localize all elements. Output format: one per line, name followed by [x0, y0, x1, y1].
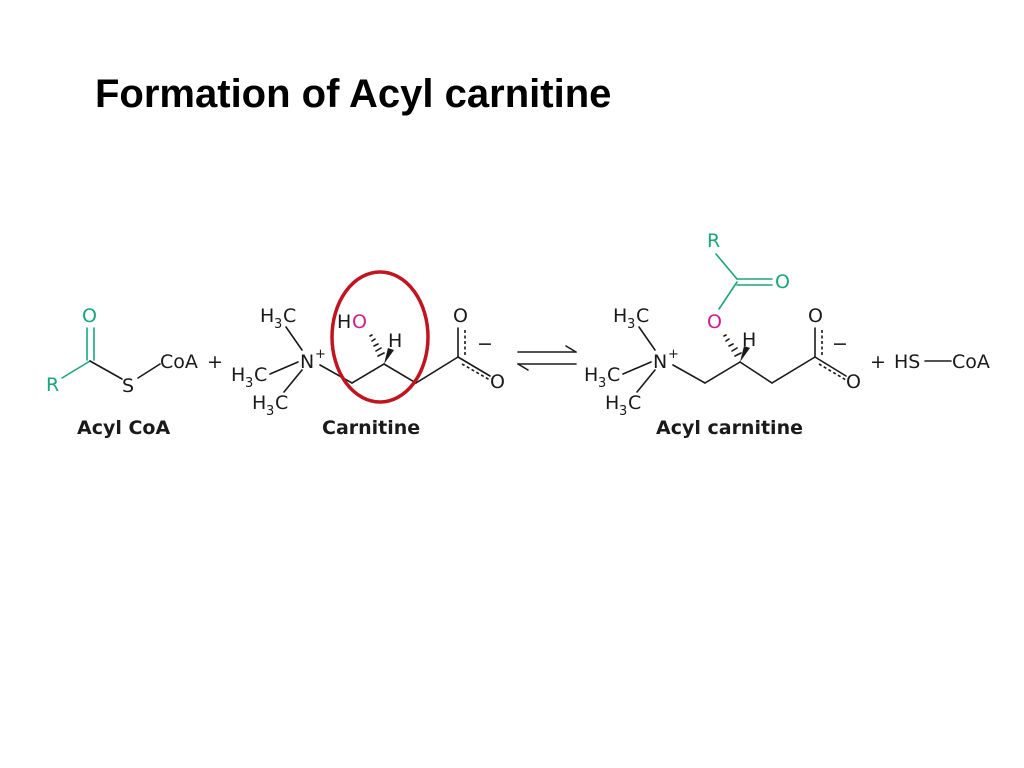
- acyl-carnitine-methyl-bottom-c: C: [628, 392, 641, 414]
- carnitine-h-atom: H: [388, 330, 402, 352]
- slide-title: Formation of Acyl carnitine: [95, 72, 612, 116]
- acyl-coa-s-atom: S: [122, 375, 134, 397]
- acyl-carnitine-methyl-left-sub: 3: [598, 376, 606, 391]
- acyl-coa-name: Acyl CoA: [77, 417, 170, 439]
- coash-hs-label: HS: [894, 351, 920, 373]
- acyl-carnitine-hashed-wedge: [723, 334, 742, 357]
- plus-sign-2: +: [870, 351, 886, 373]
- carnitine-methyl-left-sub: 3: [245, 376, 253, 391]
- carnitine-methyl-top-c: C: [283, 305, 296, 327]
- acyl-coa-o-atom: O: [82, 305, 97, 327]
- carnitine-methyl-bottom-sub: 3: [266, 404, 274, 419]
- acyl-carnitine-structure: R O O H 3 C H 3 C H 3 C N +: [584, 230, 861, 439]
- acyl-coa-structure: O R S CoA Acyl CoA: [46, 305, 198, 439]
- hydroxyl-highlight-circle: [330, 270, 430, 404]
- carnitine-methyl-top-h: H: [260, 305, 274, 327]
- carnitine-structure: H 3 C H 3 C H 3 C N + H O: [231, 270, 505, 439]
- acyl-carnitine-methyl-top-c: C: [636, 305, 649, 327]
- acyl-coa-coa-label: CoA: [160, 351, 198, 373]
- carnitine-o-top: O: [453, 305, 468, 327]
- acyl-carnitine-o-ester: O: [707, 311, 722, 333]
- acyl-carnitine-methyl-bottom-h: H: [605, 392, 619, 414]
- acyl-carnitine-r-atom: R: [707, 230, 720, 252]
- acyl-carnitine-name: Acyl carnitine: [656, 417, 803, 439]
- carnitine-n-atom: N: [300, 351, 314, 373]
- acyl-carnitine-methyl-top-h: H: [613, 305, 627, 327]
- acyl-carnitine-o-top: O: [808, 305, 823, 327]
- acyl-carnitine-methyl-top-sub: 3: [627, 317, 635, 332]
- carnitine-methyl-left-c: C: [254, 364, 267, 386]
- carnitine-name: Carnitine: [322, 417, 420, 439]
- coash-coa-label: CoA: [952, 351, 990, 373]
- carnitine-methyl-left-h: H: [231, 364, 245, 386]
- acyl-carnitine-methyl-bottom-sub: 3: [619, 404, 627, 419]
- equilibrium-arrow: [517, 345, 577, 371]
- acyl-carnitine-n-atom: N: [653, 351, 667, 373]
- acyl-carnitine-h-atom: H: [742, 329, 756, 351]
- carnitine-o-bottom: O: [490, 371, 505, 393]
- acyl-carnitine-charge: −: [832, 333, 848, 355]
- carnitine-methyl-bottom-c: C: [275, 392, 288, 414]
- carnitine-methyl-top-sub: 3: [274, 317, 282, 332]
- carnitine-charge: −: [477, 333, 493, 355]
- acyl-carnitine-methyl-left-h: H: [584, 364, 598, 386]
- carnitine-ho-o: O: [352, 311, 367, 333]
- plus-sign-1: +: [207, 351, 223, 373]
- acyl-carnitine-o-carbonyl: O: [775, 271, 790, 293]
- carnitine-ho-h: H: [337, 311, 351, 333]
- acyl-carnitine-methyl-left-c: C: [607, 364, 620, 386]
- coash-structure: HS CoA: [894, 351, 990, 373]
- acyl-carnitine-o-bottom: O: [846, 371, 861, 393]
- acyl-coa-r-atom: R: [46, 374, 59, 396]
- carnitine-hashed-wedge: [369, 334, 385, 357]
- acyl-carnitine-n-charge: +: [668, 347, 679, 362]
- carnitine-methyl-bottom-h: H: [252, 392, 266, 414]
- carnitine-n-charge: +: [315, 347, 326, 362]
